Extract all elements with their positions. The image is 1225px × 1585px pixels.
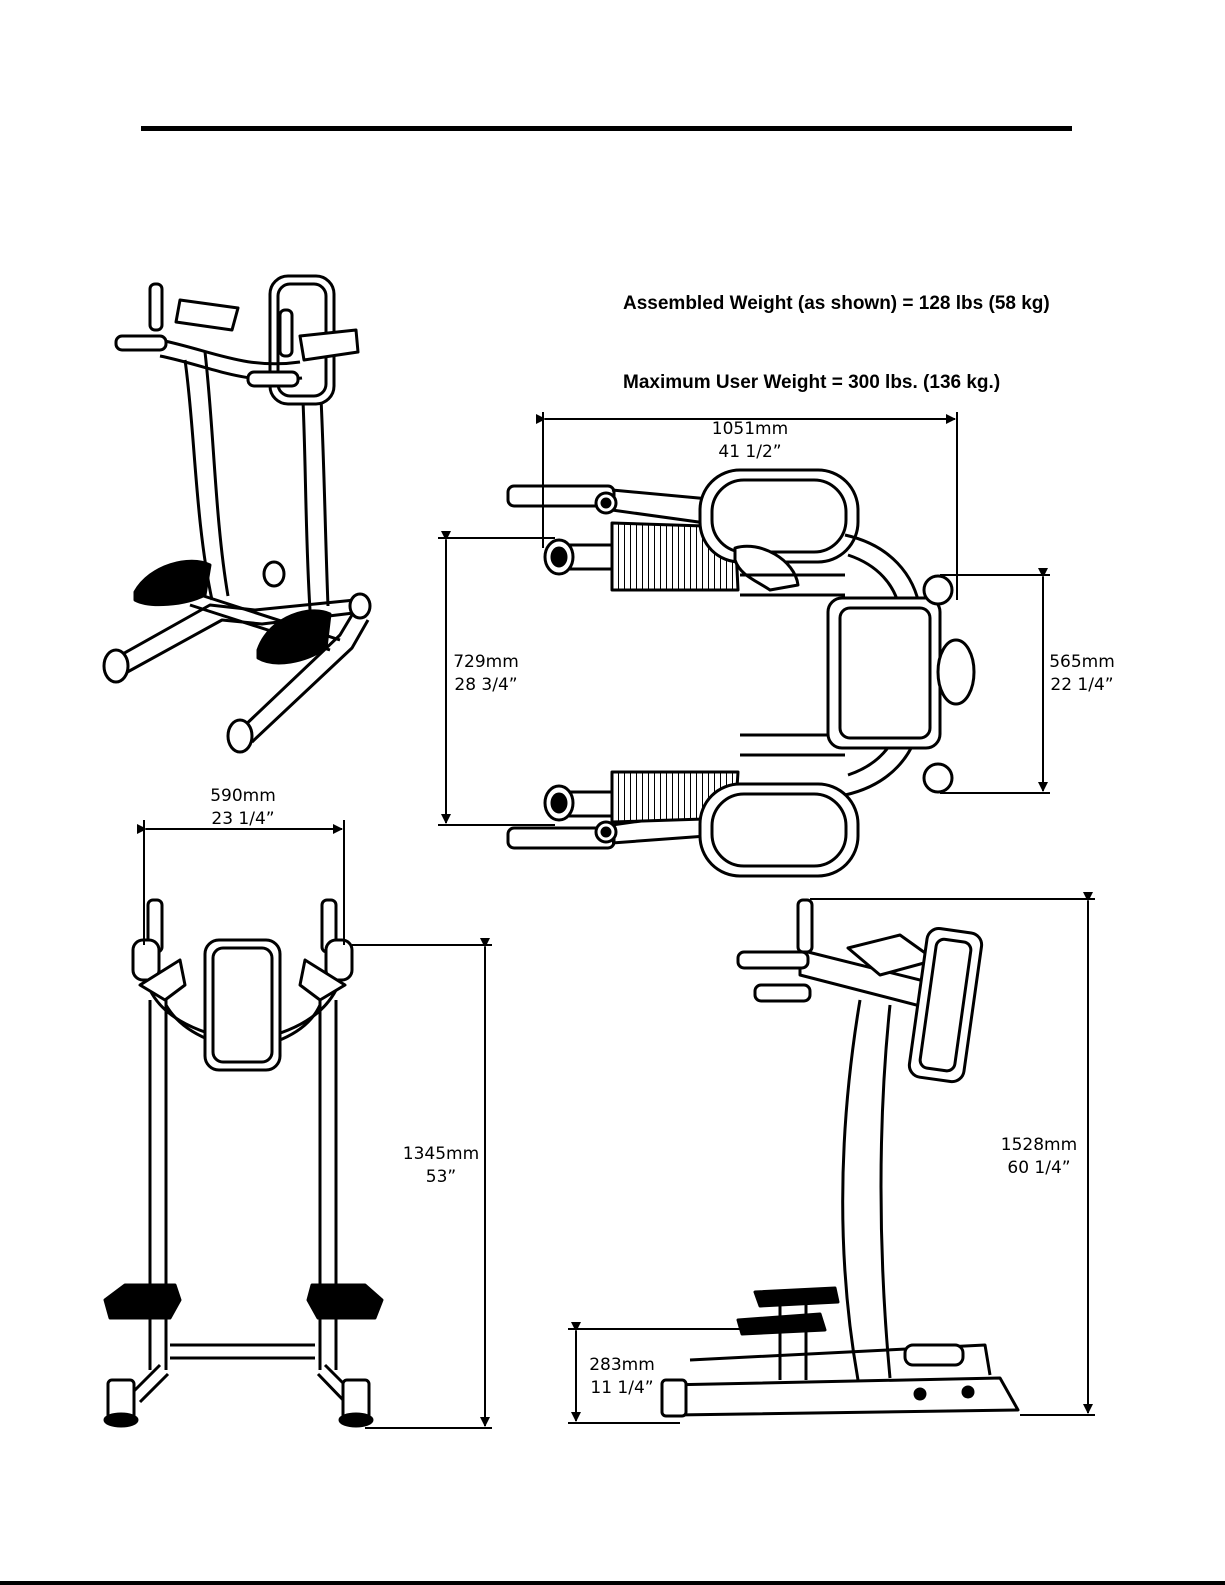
dim-step-height-in: 11 1/4” xyxy=(582,1377,662,1400)
dim-step-height: 283mm 11 1/4” xyxy=(582,1354,662,1400)
front-view-drawing xyxy=(105,900,382,1426)
dim-top-depth-outer: 729mm 28 3/4” xyxy=(446,651,526,697)
dim-top-depth-outer-mm: 729mm xyxy=(446,651,526,674)
dim-front-width-mm: 590mm xyxy=(198,785,288,808)
dim-top-depth-outer-in: 28 3/4” xyxy=(446,674,526,697)
dim-front-height-mm: 1345mm xyxy=(396,1143,486,1166)
dim-side-height-in: 60 1/4” xyxy=(994,1157,1084,1180)
side-view-drawing xyxy=(662,900,1018,1416)
dim-front-height: 1345mm 53” xyxy=(396,1143,486,1189)
dim-top-depth-inner-in: 22 1/4” xyxy=(1042,674,1122,697)
dim-front-width-in: 23 1/4” xyxy=(198,808,288,831)
isometric-view-drawing xyxy=(104,276,370,752)
top-view-drawing xyxy=(508,470,974,876)
dim-top-depth-inner: 565mm 22 1/4” xyxy=(1042,651,1122,697)
dim-step-height-mm: 283mm xyxy=(582,1354,662,1377)
dim-top-length-in: 41 1/2” xyxy=(700,441,800,464)
dim-top-depth-inner-mm: 565mm xyxy=(1042,651,1122,674)
dim-front-width: 590mm 23 1/4” xyxy=(198,785,288,831)
dim-top-length: 1051mm 41 1/2” xyxy=(700,418,800,464)
dim-front-height-in: 53” xyxy=(396,1166,486,1189)
dim-top-length-mm: 1051mm xyxy=(700,418,800,441)
dim-side-height: 1528mm 60 1/4” xyxy=(994,1134,1084,1180)
dim-side-height-mm: 1528mm xyxy=(994,1134,1084,1157)
